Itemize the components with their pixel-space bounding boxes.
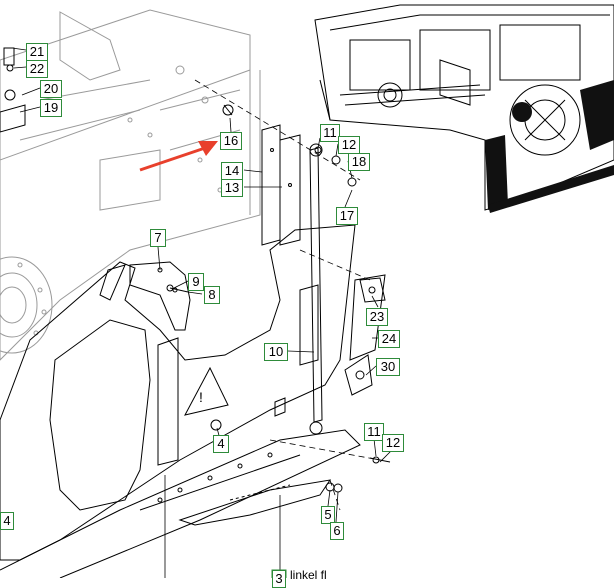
callout-part-11: 11 bbox=[320, 124, 340, 142]
callout-part-20: 20 bbox=[40, 80, 62, 98]
callout-part-21: 21 bbox=[26, 43, 48, 61]
callout-part-14: 14 bbox=[221, 162, 243, 180]
callout-part-6: 6 bbox=[330, 522, 344, 540]
callout-part-8: 8 bbox=[204, 286, 220, 304]
warning-sign: ! bbox=[184, 366, 229, 416]
mount-bracket bbox=[129, 261, 191, 331]
hanging-strip bbox=[157, 337, 179, 466]
callout-part-17: 17 bbox=[336, 207, 358, 225]
callout-part-10: 10 bbox=[264, 343, 288, 361]
rod-assembly bbox=[299, 143, 323, 435]
machine-frame bbox=[0, 9, 261, 361]
callout-part-11-lower: 11 bbox=[364, 423, 384, 441]
svg-text:!: ! bbox=[199, 389, 203, 405]
callout-part-12: 12 bbox=[338, 136, 360, 154]
hub-wheel bbox=[0, 256, 53, 354]
hinge-bracket bbox=[359, 277, 386, 303]
callout-part-16: 16 bbox=[220, 132, 242, 150]
callout-part-12-lower: 12 bbox=[382, 434, 404, 452]
callout-part-3: 3 bbox=[272, 570, 286, 588]
callout-part-18: 18 bbox=[348, 153, 370, 171]
harvester-dark-parts bbox=[485, 80, 614, 213]
callout-part-7: 7 bbox=[150, 229, 166, 247]
alignment-lines bbox=[0, 79, 381, 560]
fasteners bbox=[0, 47, 391, 493]
callout-part-9: 9 bbox=[188, 273, 204, 291]
callout-part-30: 30 bbox=[376, 358, 400, 376]
scraper-blade bbox=[178, 479, 332, 526]
bottom-truncated-text: linkel fl bbox=[290, 568, 327, 582]
callout-part-19: 19 bbox=[40, 99, 62, 117]
base-rail bbox=[0, 429, 361, 578]
callout-part-4-upper: 4 bbox=[213, 435, 229, 453]
callout-part-13: 13 bbox=[221, 179, 243, 197]
callout-part-23: 23 bbox=[366, 308, 388, 326]
guide-bracket bbox=[344, 354, 373, 396]
callout-part-24: 24 bbox=[378, 330, 400, 348]
cover-plate bbox=[349, 274, 386, 361]
callout-part-4-lower: 4 bbox=[0, 512, 14, 530]
callout-part-5: 5 bbox=[321, 506, 335, 524]
callout-part-22: 22 bbox=[26, 60, 48, 78]
indicator-arrow bbox=[139, 141, 218, 172]
vertical-plates bbox=[261, 124, 301, 246]
